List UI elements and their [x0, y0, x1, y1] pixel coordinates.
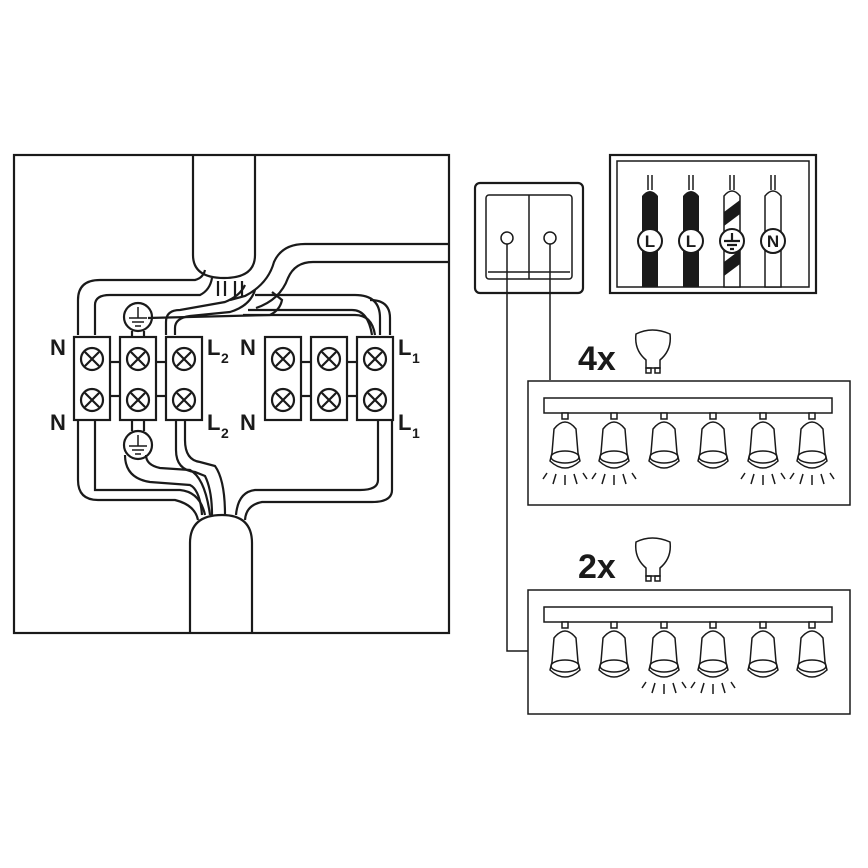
- svg-text:L: L: [686, 232, 696, 251]
- label-l2: L: [207, 335, 220, 360]
- spotlight-off-icon: [796, 621, 828, 678]
- spotlights: [542, 412, 835, 694]
- svg-text:L: L: [645, 232, 655, 251]
- spotlight-off-icon: [549, 621, 581, 678]
- terminal-labels: N N L 2 L 2 N N L 1 L 1: [50, 335, 420, 441]
- spotlight-off-icon: [648, 412, 680, 469]
- spotlight-lit-icon: [641, 621, 687, 694]
- earth-icon: [724, 233, 740, 251]
- switch-rocker-right-indicator: [543, 231, 557, 245]
- wire-live-2: L: [678, 175, 704, 287]
- screw-terminal-icon: [270, 346, 388, 413]
- wire-color-legend: L L N: [608, 153, 818, 295]
- wire-earth: [719, 175, 745, 288]
- spotlight-lit-icon: [740, 412, 786, 485]
- screw-terminal-icon: [79, 346, 197, 413]
- gu10-bulb-icon: [634, 329, 672, 374]
- spotlight-lit-icon: [591, 412, 637, 485]
- label-l1-sub: 1: [412, 350, 420, 366]
- label-l2-sub: 2: [221, 425, 229, 441]
- spotlight-off-icon: [598, 621, 630, 678]
- terminal-block-left: [72, 335, 204, 422]
- quantity-label: 4x: [578, 340, 616, 378]
- wire-neutral: N: [760, 175, 786, 288]
- fixture-group-2x: 2x: [527, 537, 851, 715]
- svg-text:N: N: [767, 232, 779, 251]
- earth-icon: [122, 301, 154, 337]
- spotlight-lit-icon: [789, 412, 835, 485]
- label-l2-sub: 2: [221, 350, 229, 366]
- earth-icon: [122, 420, 154, 461]
- quantity-label: 2x: [578, 548, 616, 586]
- junction-box-panel: [12, 153, 451, 635]
- label-n: N: [240, 335, 256, 360]
- fixture-group-4x: 4x: [527, 329, 851, 506]
- switch-rocker-left-indicator: [500, 231, 514, 245]
- label-l2: L: [207, 410, 220, 435]
- label-l1: L: [398, 410, 411, 435]
- gu10-bulb-icon: [634, 537, 672, 582]
- spotlight-off-icon: [747, 621, 779, 678]
- spotlight-lit-icon: [690, 621, 736, 694]
- terminal-block-right: [263, 335, 395, 422]
- label-l1-sub: 1: [412, 425, 420, 441]
- spotlight-off-icon: [697, 412, 729, 469]
- wire-live-1: L: [637, 175, 663, 287]
- switch-wire-2: [506, 244, 528, 652]
- spotlight-lit-icon: [542, 412, 588, 485]
- label-n: N: [50, 335, 66, 360]
- label-l1: L: [398, 335, 411, 360]
- label-n: N: [50, 410, 66, 435]
- label-n: N: [240, 410, 256, 435]
- double-switch: [473, 181, 585, 295]
